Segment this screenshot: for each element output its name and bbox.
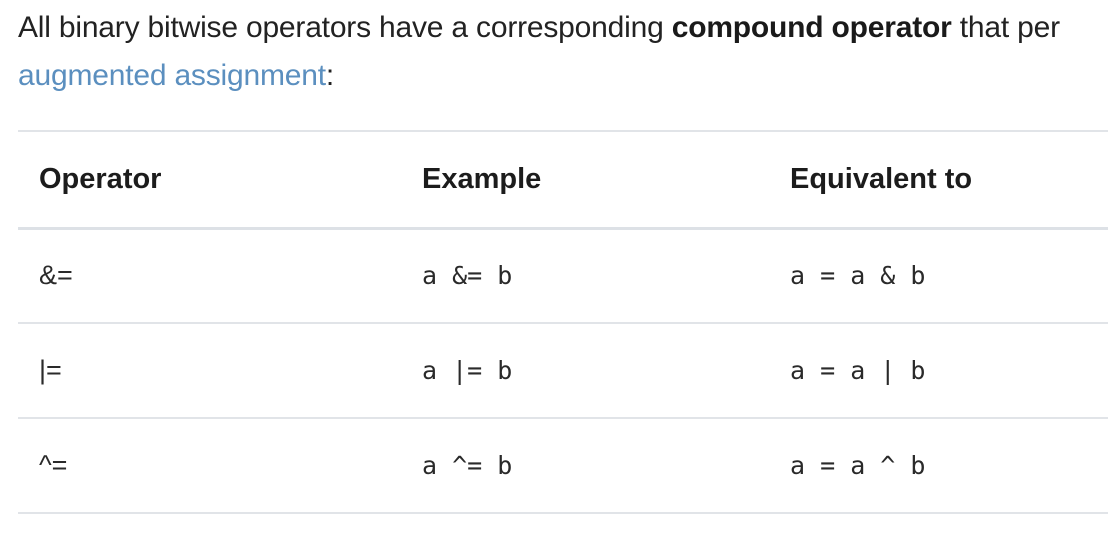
header-example: Example	[422, 162, 542, 195]
table-header-row: Operator Example Equivalent to	[18, 131, 1108, 228]
compound-operators-table: Operator Example Equivalent to &= a &= b…	[18, 130, 1108, 514]
intro-colon: :	[325, 59, 335, 92]
table-row: &= a &= b a = a & b	[18, 228, 1108, 323]
intro-text-after: that per	[951, 11, 1060, 44]
header-equivalent: Equivalent to	[790, 162, 973, 195]
example-cell: a |= b	[422, 356, 513, 385]
table-header: Operator Example Equivalent to	[18, 131, 1108, 228]
compound-operator-term: compound operator	[671, 11, 952, 44]
table-row: ^= a ^= b a = a ^ b	[18, 418, 1108, 513]
example-cell: a ^= b	[422, 451, 513, 480]
intro-paragraph: All binary bitwise operators have a corr…	[18, 4, 1108, 100]
equivalent-cell: a = a & b	[790, 261, 926, 291]
equivalent-cell: a = a ^ b	[790, 451, 926, 480]
operator-cell: |=	[39, 355, 62, 385]
operator-cell: ^=	[39, 450, 68, 480]
table-row: |= a |= b a = a | b	[18, 323, 1108, 418]
example-cell: a &= b	[422, 261, 513, 291]
table-body: &= a &= b a = a & b |= a |= b a = a | b …	[18, 228, 1108, 513]
header-operator: Operator	[39, 162, 162, 195]
equivalent-cell: a = a | b	[790, 356, 926, 385]
operator-cell: &=	[39, 260, 73, 291]
augmented-assignment-link[interactable]: augmented assignment	[18, 59, 326, 92]
intro-text-before: All binary bitwise operators have a corr…	[18, 11, 672, 44]
